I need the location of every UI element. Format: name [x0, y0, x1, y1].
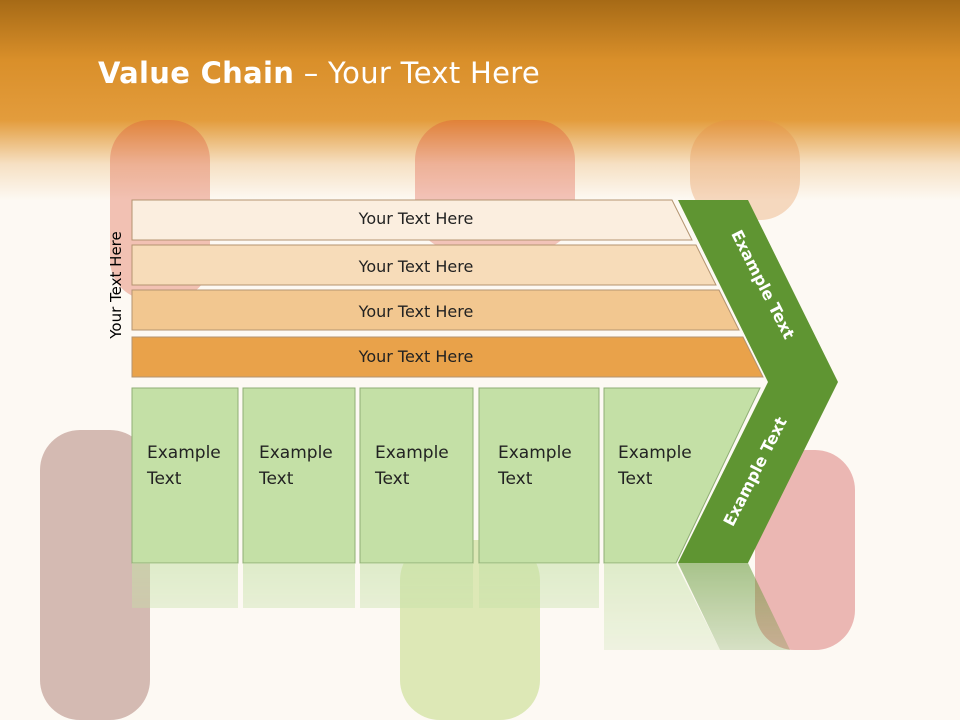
bar-3: [131, 289, 740, 331]
chevron-arrow: [678, 200, 838, 563]
box-1-line2: Text: [146, 469, 182, 489]
bar-1-label: Your Text Here: [358, 209, 474, 228]
bar-2: [131, 244, 717, 286]
box-3-line1: Example: [375, 443, 449, 463]
reflection: [132, 563, 790, 650]
box-4-line2: Text: [497, 469, 533, 489]
bars-group: Your Text Here Your Text Here Your Text …: [131, 199, 764, 378]
box-4-line1: Example: [498, 443, 572, 463]
page-title: Value Chain – Your Text Here: [98, 56, 540, 90]
box-2-line2: Text: [258, 469, 294, 489]
title-rest: – Your Text Here: [294, 56, 540, 90]
box-1: [131, 387, 239, 564]
bar-3-label: Your Text Here: [358, 302, 474, 321]
header-band: [0, 0, 960, 200]
boxes-group: Example Text Example Text Example Text E…: [131, 387, 761, 564]
bar-2-label: Your Text Here: [358, 257, 474, 276]
box-1-line1: Example: [147, 443, 221, 463]
bar-4: [131, 336, 764, 378]
box-5-line2: Text: [617, 469, 653, 489]
box-3-line2: Text: [374, 469, 410, 489]
box-2-line1: Example: [259, 443, 333, 463]
bar-1: [131, 199, 693, 241]
box-5-line1: Example: [618, 443, 692, 463]
box-2: [242, 387, 356, 564]
bar-4-label: Your Text Here: [358, 347, 474, 366]
title-bold: Value Chain: [98, 56, 295, 90]
box-4: [478, 387, 600, 564]
